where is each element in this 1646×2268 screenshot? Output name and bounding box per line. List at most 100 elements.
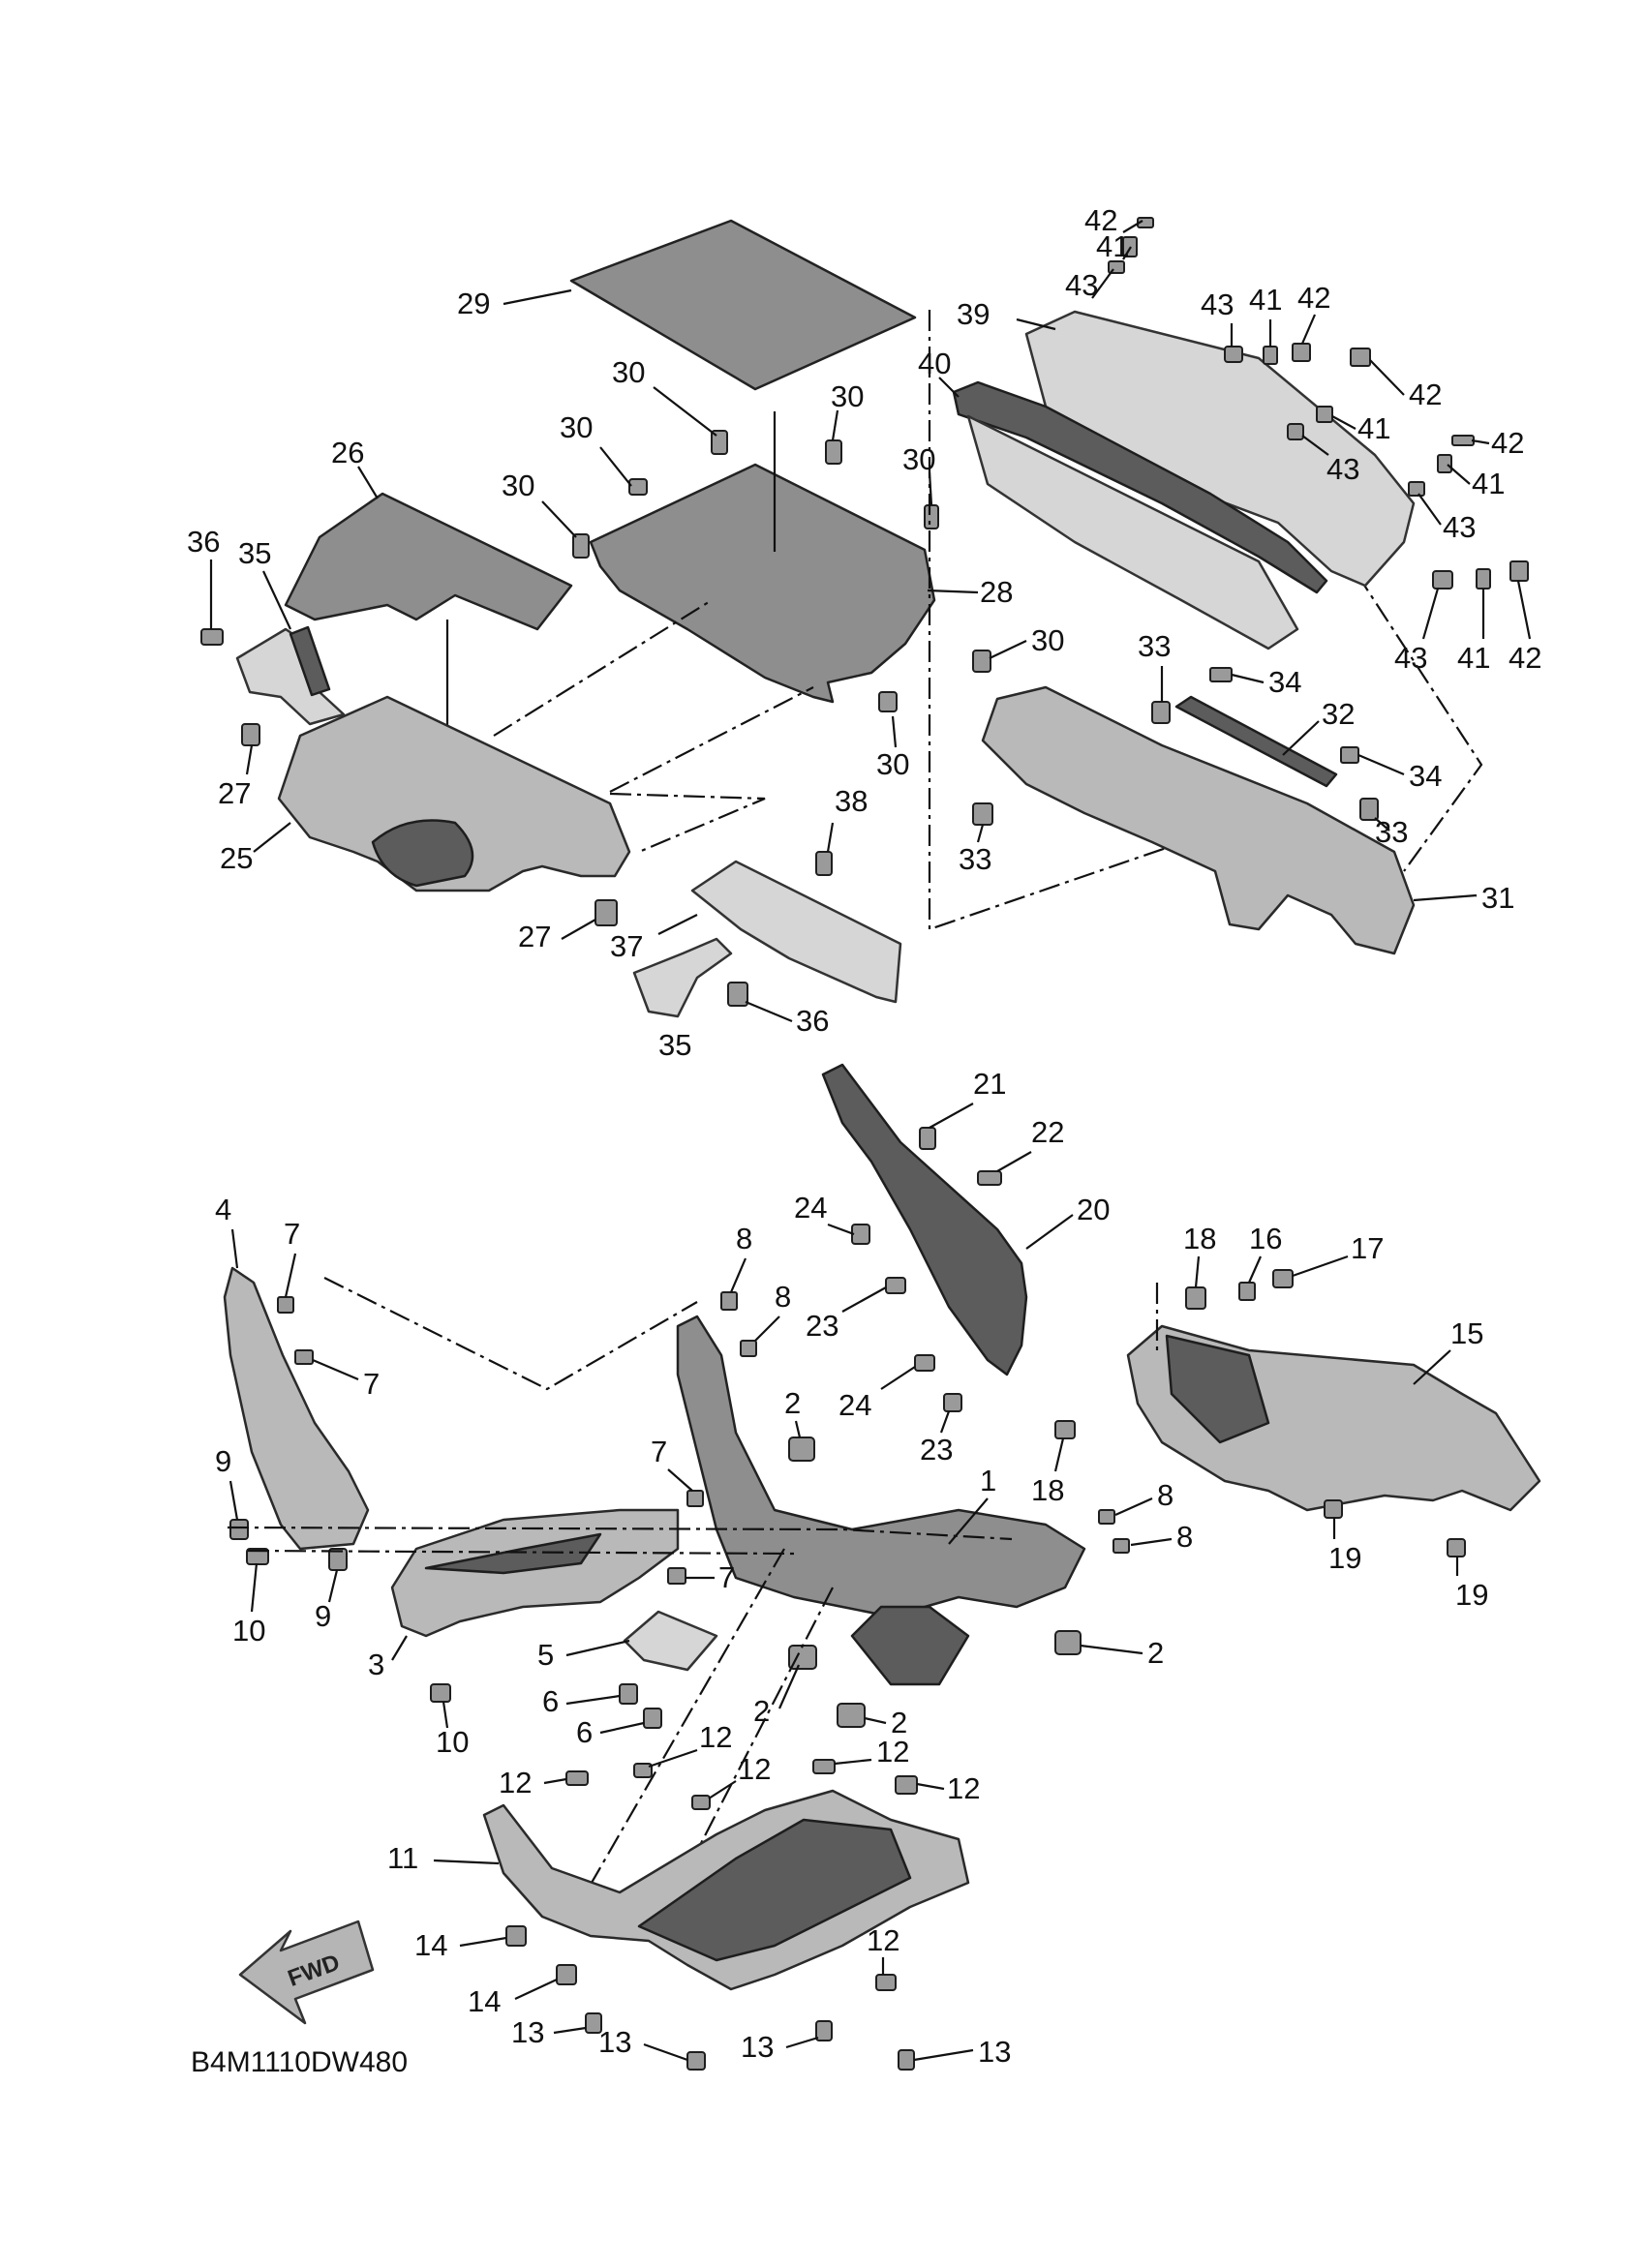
callout-34a: 34	[1268, 665, 1301, 699]
part-5-plate	[623, 1610, 718, 1672]
part-37-panel	[690, 860, 902, 1004]
callout-21: 21	[973, 1067, 1006, 1101]
callout-43e: 43	[1394, 641, 1427, 675]
callout-8a: 8	[736, 1222, 752, 1255]
callout-30e: 30	[902, 442, 935, 476]
part-35a-bracket	[235, 627, 346, 726]
callout-2c: 2	[753, 1694, 770, 1728]
callout-12f: 12	[867, 1923, 899, 1957]
callout-7d: 7	[718, 1560, 735, 1594]
callout-20: 20	[1077, 1193, 1110, 1226]
callout-22: 22	[1031, 1115, 1064, 1149]
callout-36a: 36	[187, 525, 220, 559]
callout-1: 1	[980, 1464, 996, 1497]
callout-12e: 12	[947, 1771, 980, 1805]
callout-7b: 7	[363, 1367, 380, 1401]
callout-7c: 7	[651, 1435, 667, 1468]
callout-35b: 35	[658, 1028, 691, 1062]
part-32-strip	[1174, 695, 1338, 788]
callout-23a: 23	[806, 1309, 838, 1343]
callout-2d: 2	[891, 1706, 907, 1739]
callout-42a: 42	[1084, 203, 1117, 237]
callout-16: 16	[1249, 1222, 1282, 1255]
callout-6a: 6	[542, 1684, 559, 1718]
callout-5: 5	[537, 1638, 554, 1672]
callout-41c: 41	[1357, 411, 1390, 445]
callout-13d: 13	[978, 2035, 1011, 2069]
callout-29: 29	[457, 287, 490, 320]
callout-37: 37	[610, 929, 643, 963]
part-31-cover	[981, 685, 1416, 955]
part-28-center-panel	[589, 463, 936, 704]
callout-33c: 33	[1375, 815, 1408, 849]
part-35b-bracket	[632, 937, 733, 1018]
callout-11: 11	[387, 1841, 418, 1875]
callout-4: 4	[215, 1193, 231, 1226]
callout-30b: 30	[831, 379, 864, 413]
fastener-group-30	[572, 430, 991, 712]
part-25-console	[277, 695, 631, 892]
callout-40: 40	[918, 347, 951, 380]
callout-38: 38	[835, 784, 868, 818]
callout-42d: 42	[1491, 426, 1524, 460]
callout-12c: 12	[738, 1752, 771, 1786]
callout-30d: 30	[502, 469, 534, 502]
callout-26: 26	[331, 436, 364, 469]
callout-30c: 30	[560, 410, 593, 444]
callout-15: 15	[1450, 1316, 1483, 1350]
callout-28: 28	[980, 575, 1013, 609]
callout-24a: 24	[794, 1191, 827, 1225]
part-1-frame	[676, 1315, 1086, 1618]
callout-9a: 9	[215, 1444, 231, 1478]
callout-13a: 13	[511, 2015, 544, 2049]
callout-2a: 2	[784, 1386, 801, 1420]
callout-6b: 6	[576, 1715, 593, 1749]
callout-41d: 41	[1472, 467, 1505, 500]
callout-31: 31	[1481, 881, 1514, 915]
callout-10b: 10	[436, 1725, 469, 1759]
diagram-code: B4M1110DW480	[191, 2046, 408, 2078]
callout-33a: 33	[1138, 629, 1171, 663]
callout-13b: 13	[598, 2025, 631, 2059]
callout-43c: 43	[1326, 452, 1359, 486]
callout-41b: 41	[1249, 283, 1282, 317]
part-40-trim	[952, 380, 1328, 594]
callout-18a: 18	[1183, 1222, 1216, 1255]
callout-27a: 27	[218, 776, 251, 810]
callout-42e: 42	[1509, 641, 1541, 675]
callout-39: 39	[957, 297, 990, 331]
callout-25: 25	[220, 841, 253, 875]
callout-35a: 35	[238, 536, 271, 570]
part-4-side-guard	[223, 1266, 370, 1551]
callout-41e: 41	[1457, 641, 1490, 675]
callout-19a: 19	[1328, 1541, 1361, 1575]
callout-24b: 24	[838, 1388, 871, 1422]
callout-18b: 18	[1031, 1473, 1064, 1507]
callout-10a: 10	[232, 1614, 265, 1648]
callout-27b: 27	[518, 920, 551, 953]
callout-19b: 19	[1455, 1578, 1488, 1612]
part-29-mat	[569, 219, 917, 391]
callout-30g: 30	[876, 747, 909, 781]
callout-43b: 43	[1201, 287, 1234, 321]
callout-13c: 13	[741, 2030, 774, 2064]
callout-12a: 12	[499, 1766, 532, 1799]
fwd-arrow-icon: FWD	[238, 1920, 375, 2025]
callout-42b: 42	[1297, 281, 1330, 315]
callout-8c: 8	[1157, 1478, 1174, 1512]
callout-12b: 12	[699, 1720, 732, 1754]
callout-34b: 34	[1409, 759, 1442, 793]
part-20-panel	[821, 1063, 1028, 1376]
callout-30a: 30	[612, 355, 645, 389]
callout-36b: 36	[796, 1004, 829, 1038]
callout-14b: 14	[468, 1984, 501, 2018]
callout-2b: 2	[1147, 1636, 1164, 1670]
part-3-bumper	[390, 1508, 680, 1638]
callout-3: 3	[368, 1648, 384, 1681]
callout-8b: 8	[775, 1280, 791, 1314]
callout-43d: 43	[1443, 510, 1476, 544]
callout-33b: 33	[959, 842, 991, 876]
callout-14a: 14	[414, 1928, 447, 1962]
part-26-panel	[284, 492, 573, 631]
